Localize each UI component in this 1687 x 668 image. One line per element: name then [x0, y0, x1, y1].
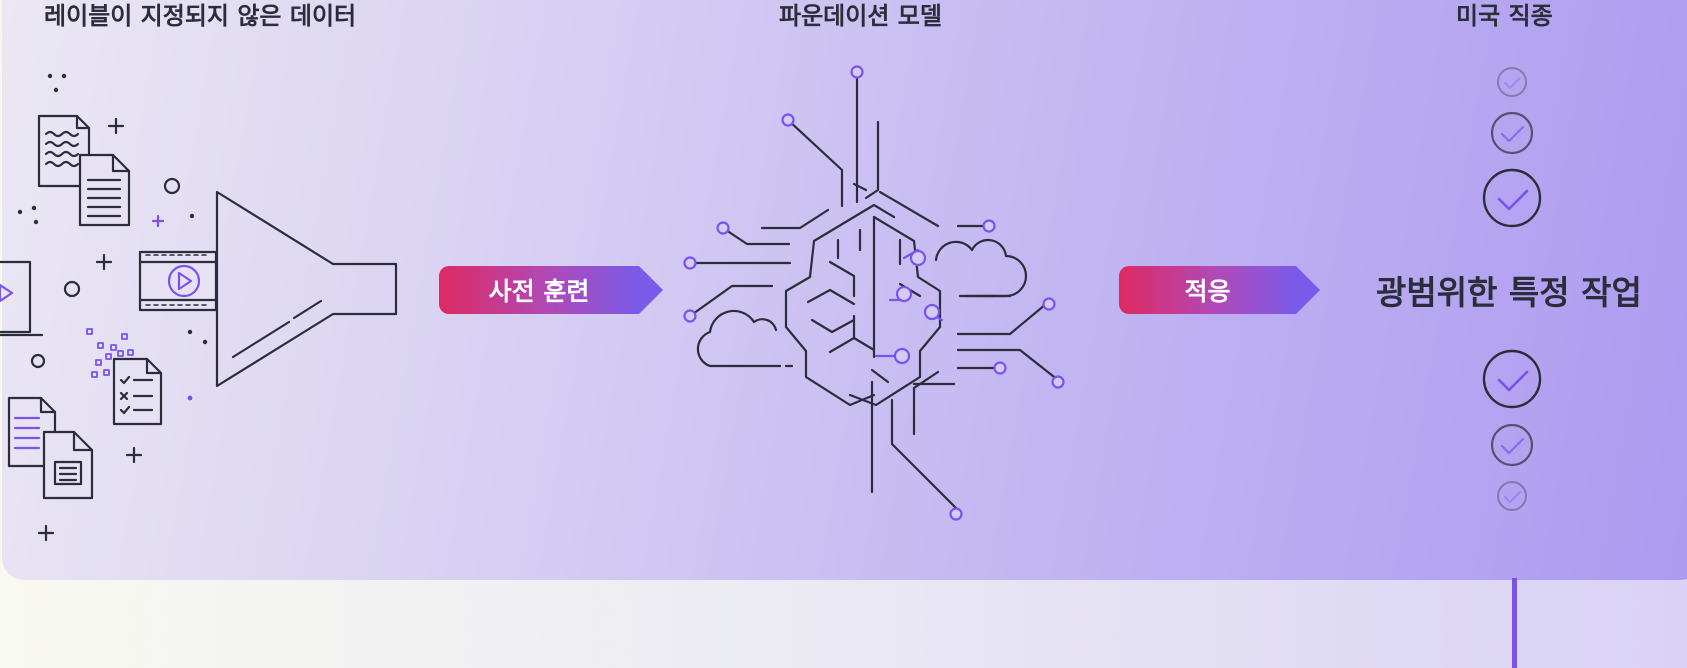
- brain-circuit-icon: [688, 70, 1060, 510]
- unlabeled-data-heading: 레이블이 지정되지 않은 데이터: [44, 2, 357, 30]
- video-film-icon: [138, 250, 218, 312]
- check-circle-icon: [1490, 111, 1534, 155]
- plus-signs: [37, 117, 165, 542]
- pretrain-label: 사전 훈련: [488, 277, 590, 306]
- domain-heading: 미국 직종: [1456, 2, 1553, 30]
- document-image-icon: [42, 430, 94, 500]
- foundation-model-heading: 파운데이션 모델: [779, 2, 942, 30]
- arrow-tip-icon: [639, 266, 663, 314]
- funnel-icon: [215, 190, 398, 388]
- pretrain-tag: 사전 훈련: [439, 266, 663, 314]
- adapt-label: 적응: [1184, 277, 1231, 306]
- check-circle-icon: [1497, 481, 1527, 511]
- check-circle-icon: [1490, 423, 1534, 467]
- tasks-label: 광범위한 특정 작업: [1376, 273, 1642, 312]
- arrow-tip-icon: [1296, 266, 1320, 314]
- document-lines-icon: [78, 153, 131, 227]
- check-circle-icon: [1482, 349, 1542, 409]
- adapt-tag: 적응: [1119, 266, 1320, 314]
- check-circle-icon: [1497, 67, 1527, 97]
- background-panel: [2, 0, 1687, 580]
- laptop-play-icon: [0, 260, 44, 337]
- connector-line: [1512, 578, 1517, 668]
- scatter-dots: [17, 73, 208, 345]
- check-circle-icon: [1482, 168, 1542, 228]
- circuit-nodes: [683, 65, 1065, 521]
- pixel-scatter: [86, 328, 134, 378]
- checklist-icon: [112, 357, 163, 426]
